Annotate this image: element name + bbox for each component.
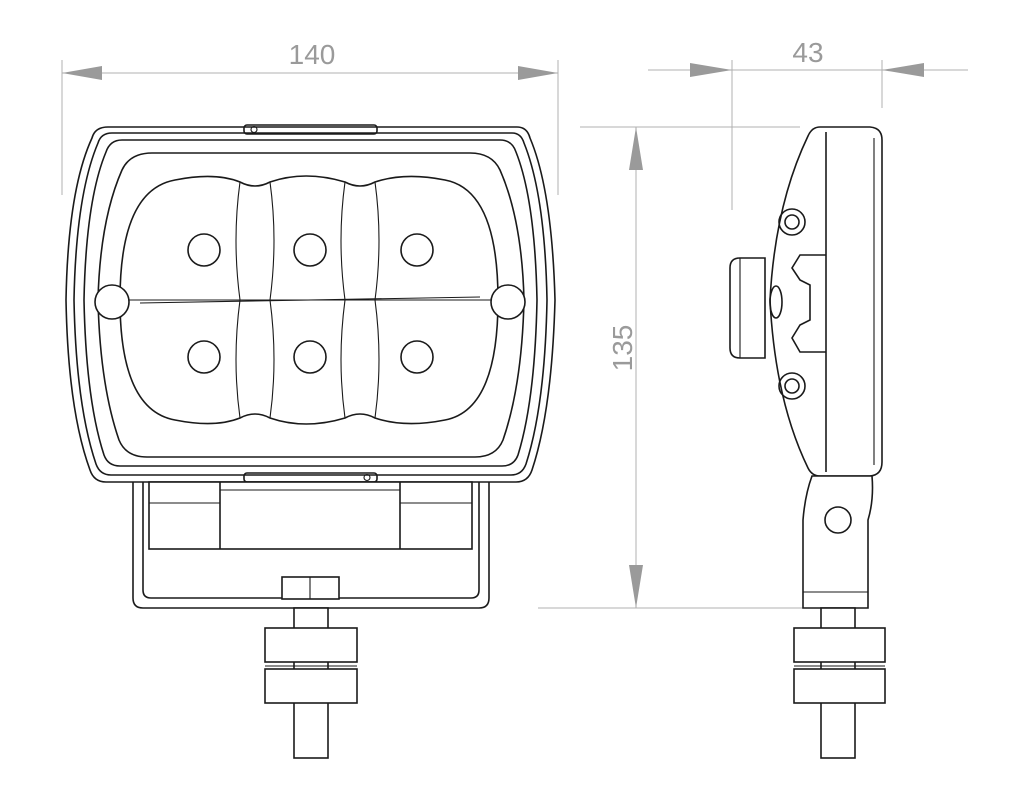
side-screw-bottom [778,372,806,400]
width-dimension: 140 [61,39,559,195]
width-arrow-right [518,66,558,80]
cable-gland [729,257,766,359]
height-arrow-bottom [629,565,643,608]
side-screw-top-inner [784,214,800,230]
side-latch [791,254,826,353]
divider-2a [340,181,346,419]
washer-upper [264,627,358,663]
led-6 [400,340,434,374]
divider-1a [235,181,241,419]
pivot-hole [824,506,852,534]
depth-dimension: 43 [648,37,968,210]
depth-arrow-right [882,63,924,77]
lens-window [97,152,525,458]
width-value: 140 [289,39,336,70]
divider-2b [374,181,380,419]
reflector-split-line-2 [139,296,481,304]
side-washer-lower [793,668,886,704]
pivot-arm [802,475,874,609]
led-2 [293,233,327,267]
height-value: 135 [607,325,638,372]
screw-right [490,284,526,320]
housing-rim [73,132,548,476]
screw-left [94,284,130,320]
side-screw-top [778,208,806,236]
led-4 [187,340,221,374]
led-3 [400,233,434,267]
washer-lower [264,668,358,704]
brand-logo-top-mark [250,125,258,134]
depth-arrow-left [690,63,732,77]
divider-1b [269,181,275,419]
brand-logo-top [243,124,378,135]
led-1 [187,233,221,267]
width-arrow-left [62,66,102,80]
height-dimension: 135 [538,126,812,609]
side-screw-bottom-inner [784,378,800,394]
housing-bezel [83,139,538,467]
brand-logo-bottom-mark [363,473,371,482]
height-arrow-top [629,127,643,170]
hinge-block [148,481,473,550]
side-plug [769,285,783,319]
led-5 [293,340,327,374]
front-view [65,124,556,759]
side-view [729,126,886,759]
side-washer-upper [793,627,886,663]
depth-value: 43 [792,37,823,68]
housing-outer [65,126,556,483]
